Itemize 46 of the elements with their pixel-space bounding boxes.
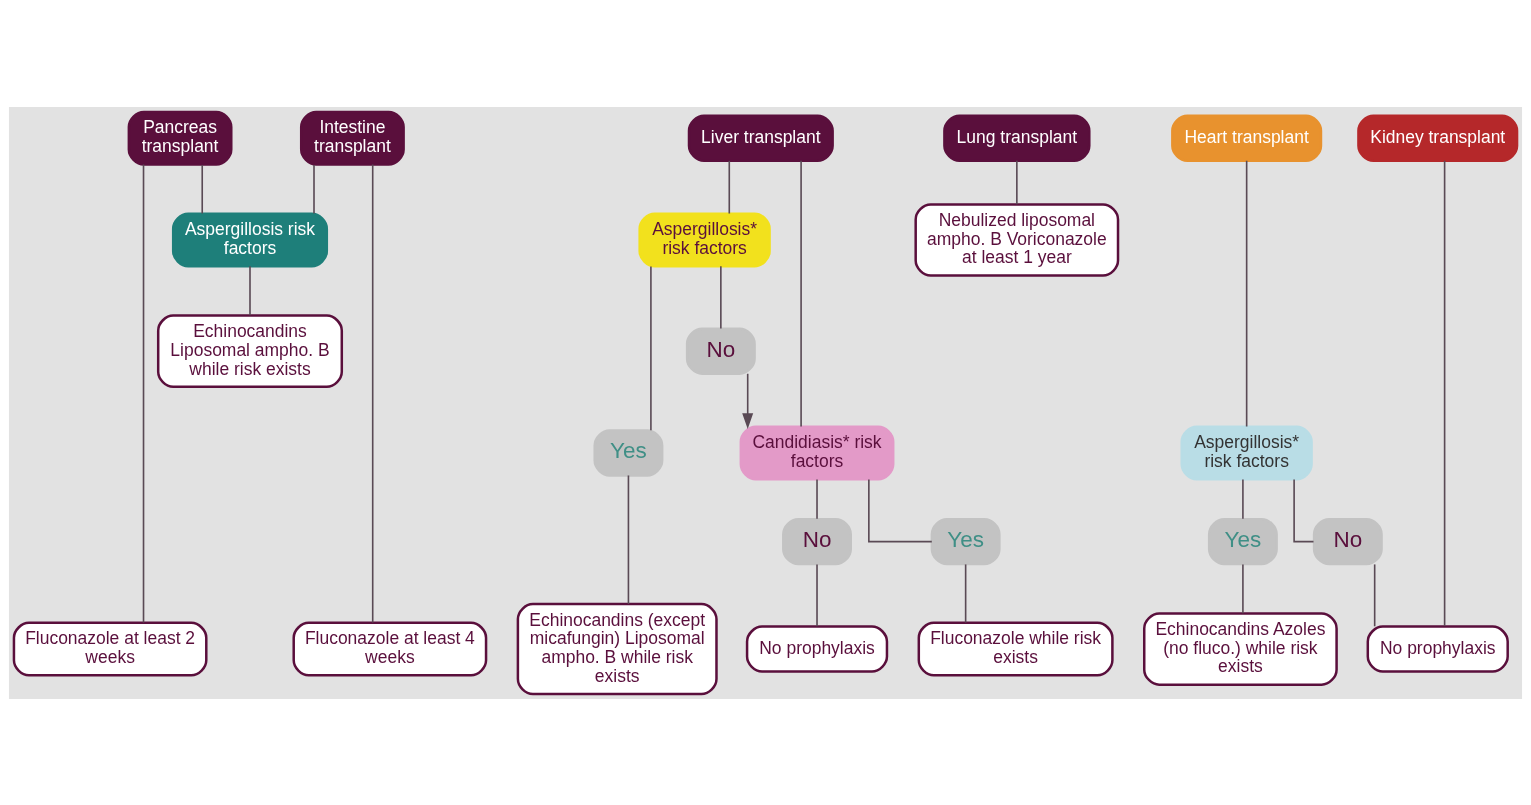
connector <box>1245 159 1248 427</box>
connector <box>728 159 731 214</box>
node-box: Heart transplant <box>1171 114 1323 162</box>
connector <box>964 563 967 623</box>
node-box: Intestine transplant <box>299 110 405 166</box>
connector <box>816 563 818 627</box>
connector <box>816 478 818 519</box>
node-box: No <box>1312 517 1383 565</box>
arrow <box>742 372 754 429</box>
node-box: Fluconazole while risk exists <box>917 621 1114 676</box>
connector <box>1016 159 1018 205</box>
connector <box>249 265 251 316</box>
connector <box>627 474 630 605</box>
node-box: Liver transplant <box>687 114 834 162</box>
node-box: Candidiasis* risk factors <box>739 425 895 480</box>
node-box: Yes <box>1207 517 1278 565</box>
node-box: Echinocandins (except micafungin) Liposomal ampho. B while risk exists <box>516 602 718 695</box>
connector <box>868 478 933 542</box>
node-box: Nebulized liposomal ampho. B Voriconazole at least 1 year <box>914 202 1120 277</box>
node-box: Echinocandins Azoles (no fluco.) while risk exists <box>1143 611 1338 686</box>
connector <box>1443 159 1446 627</box>
connector <box>1242 478 1244 519</box>
node-box: Pancreas transplant <box>127 110 233 166</box>
node-box: No <box>782 517 852 565</box>
connector <box>1242 563 1244 614</box>
connector <box>650 265 652 431</box>
node-box: No <box>685 326 756 375</box>
node-box: Echinocandins Liposomal ampho. B while risk exists <box>156 313 344 388</box>
connector <box>1373 563 1376 627</box>
node-box: Yes <box>930 517 1001 565</box>
connector <box>720 265 722 329</box>
node-box: No prophylaxis <box>1366 624 1509 673</box>
node-box: Fluconazole at least 2 weeks <box>12 621 208 676</box>
node-box: No prophylaxis <box>745 624 889 673</box>
node-box: Aspergillosis risk factors <box>171 212 329 267</box>
node-box: Aspergillosis* risk factors <box>1180 425 1313 480</box>
connector <box>201 163 204 214</box>
node-box: Aspergillosis* risk factors <box>638 212 771 267</box>
connector <box>142 163 145 623</box>
node-box: Yes <box>593 428 664 477</box>
node-box: Kidney transplant <box>1357 114 1519 162</box>
connector <box>313 163 315 214</box>
node-box: Lung transplant <box>943 114 1091 162</box>
node-box: Fluconazole at least 4 weeks <box>292 621 488 676</box>
connector <box>371 163 374 623</box>
connector <box>800 159 802 427</box>
